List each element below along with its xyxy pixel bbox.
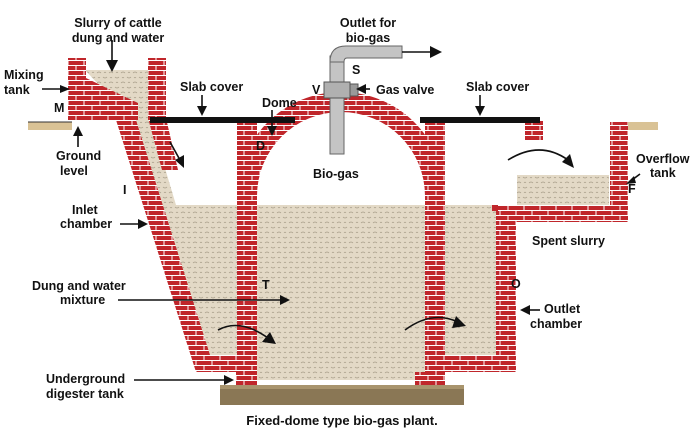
inlet-chamber-wall <box>116 120 254 385</box>
mixing-tank-label-line1: Mixing <box>4 68 44 82</box>
marker-s: S <box>352 63 360 77</box>
slurry-label-line2: dung and water <box>72 31 165 45</box>
outlet-top-stub <box>525 120 543 140</box>
dung-water-label-line1: Dung and water <box>32 279 126 293</box>
foundation-highlight <box>220 385 464 389</box>
slab-left-leader-head <box>197 106 207 116</box>
dome-slurry <box>257 200 425 380</box>
slab-cover-right-label: Slab cover <box>466 80 529 94</box>
marker-d: D <box>256 139 265 153</box>
ground-level-label-line1: Ground <box>56 149 101 163</box>
outlet-biogas-label-line2: bio-gas <box>346 31 390 45</box>
inlet-leader-head <box>138 219 148 229</box>
inflow-arrowhead <box>175 155 184 168</box>
ground-surface-left <box>28 122 72 130</box>
gas-valve[interactable] <box>323 81 351 99</box>
outlet-chamber-label-line1: Outlet <box>544 302 581 316</box>
ground-leader-head <box>73 126 83 136</box>
overflow-arrow <box>507 149 569 161</box>
marker-m: M <box>54 101 64 115</box>
overflow-tank-label-line1: Overflow <box>636 152 690 166</box>
underground-label-line2: digester tank <box>46 387 124 401</box>
inlet-chamber-label-line2: chamber <box>60 217 112 231</box>
outlet-chamber-leader-head <box>520 305 530 315</box>
diagram-caption: Fixed-dome type bio-gas plant. <box>246 413 437 428</box>
dome-label: Dome <box>262 96 297 110</box>
ground-surface-right <box>628 122 658 130</box>
overflow-slurry <box>517 175 609 207</box>
marker-o: O <box>511 277 521 291</box>
marker-f: F <box>628 182 636 196</box>
underground-leader-head <box>224 375 234 385</box>
dome-leader-head <box>267 126 277 136</box>
mixing-leader-head <box>60 85 70 93</box>
mixing-tank-left-wall <box>68 58 86 120</box>
gas-space <box>257 112 425 205</box>
outlet-joint <box>492 205 498 211</box>
marker-t: T <box>262 278 270 292</box>
marker-v: V <box>312 83 321 97</box>
flow-arrow-right <box>404 316 459 331</box>
mixing-tank-right-wall <box>148 58 166 120</box>
slab-cover-left <box>150 117 295 123</box>
gas-valve-label: Gas valve <box>376 83 434 97</box>
biogas-label: Bio-gas <box>313 167 359 181</box>
overflow-tank-label-line2: tank <box>650 166 676 180</box>
flow-arrowhead-left <box>262 332 276 344</box>
slab-cover-left-label: Slab cover <box>180 80 243 94</box>
gas-valve-knob[interactable] <box>349 83 359 97</box>
outlet-arrowhead <box>430 46 442 58</box>
spent-slurry-label: Spent slurry <box>532 234 605 248</box>
mixing-tank-slope <box>86 78 138 120</box>
overflow-arrowhead <box>562 154 574 168</box>
flow-arrowhead-right <box>452 316 466 328</box>
inlet-chamber-label-line1: Inlet <box>72 203 99 217</box>
foundation-base <box>220 385 464 405</box>
dung-water-label-line2: mixture <box>60 293 105 307</box>
flow-arrow-left <box>217 324 269 339</box>
gas-outlet-pipe <box>329 55 345 155</box>
outlet-biogas-label-line1: Outlet for <box>340 16 396 30</box>
slab-right-leader-head <box>475 106 485 116</box>
marker-i: I <box>123 183 126 197</box>
right-corner-bricks <box>415 372 445 386</box>
slab-cover-right <box>420 117 540 123</box>
gas-pipe-bend <box>329 45 403 63</box>
underground-label-line1: Underground <box>46 372 125 386</box>
slurry-label-line1: Slurry of cattle <box>74 16 162 30</box>
overflow-leader-head <box>626 176 636 184</box>
slurry-pointer-head <box>106 60 118 72</box>
inlet-inner-wall <box>148 118 178 170</box>
inflow-arrow <box>169 141 181 161</box>
dung-leader-head <box>280 295 290 305</box>
valve-leader-head <box>356 84 366 94</box>
mixing-tank-label-line2: tank <box>4 83 30 97</box>
inlet-slurry-top <box>132 118 176 205</box>
outlet-chamber-label-line2: chamber <box>530 317 582 331</box>
ground-level-label-line2: level <box>60 164 88 178</box>
